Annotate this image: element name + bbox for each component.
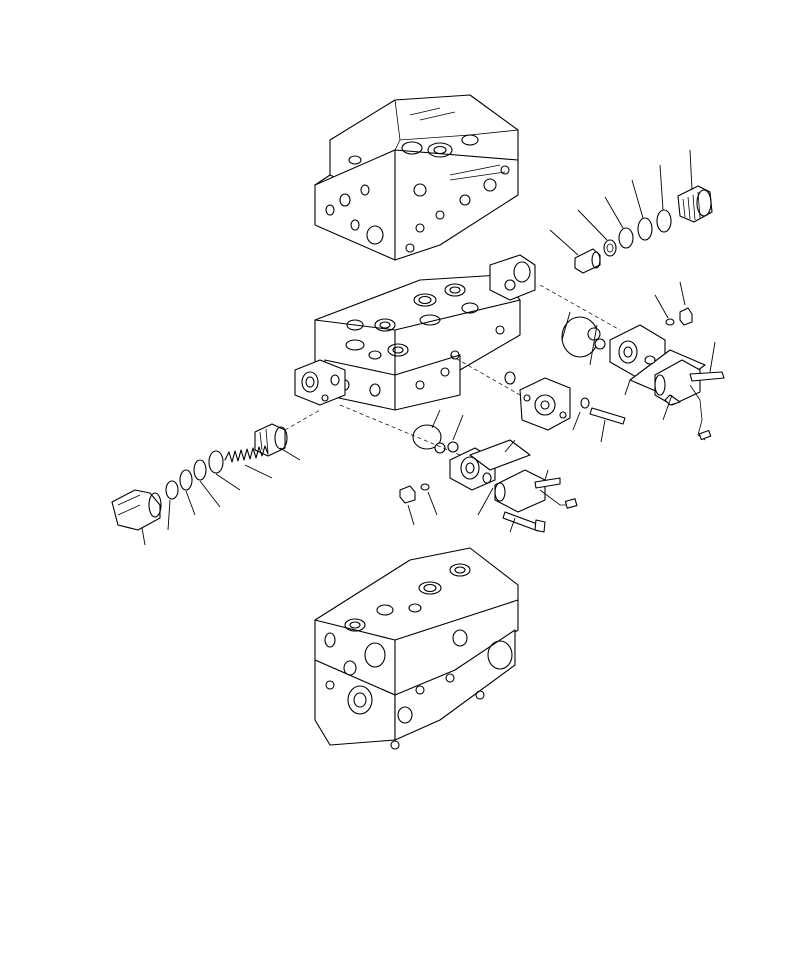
solenoid-valve-front bbox=[339, 404, 578, 533]
solenoid-valve-right bbox=[561, 281, 725, 441]
plug-left bbox=[111, 409, 321, 546]
spring bbox=[224, 445, 269, 463]
relief-valve-top bbox=[539, 149, 713, 331]
upper-valve-block bbox=[314, 94, 519, 261]
lower-valve-block bbox=[314, 547, 519, 750]
cover-small bbox=[449, 354, 626, 443]
middle-valve-section bbox=[294, 254, 536, 411]
